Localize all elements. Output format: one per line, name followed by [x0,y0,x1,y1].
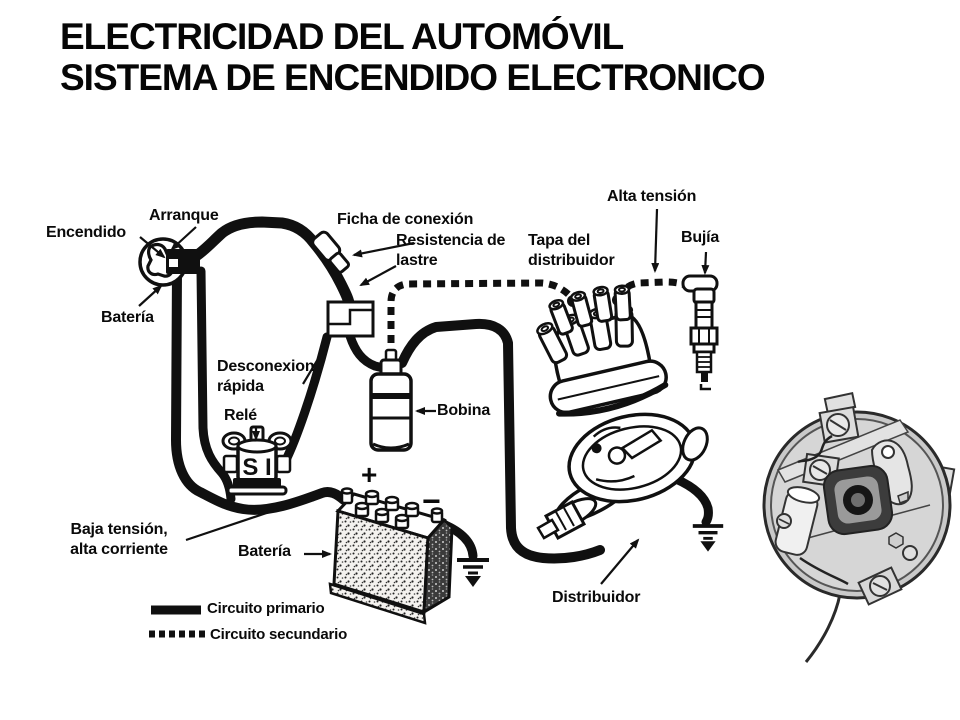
label-baja-line2: alta corriente [70,541,168,558]
label-bateria-main: Batería [238,543,291,560]
legend-primary-label: Circuito primario [207,600,325,617]
arrow-resistencia [359,265,397,286]
label-baja-tension: Baja tensión, alta corriente [53,520,185,560]
battery-plus-sign: + [361,459,378,490]
cap-towers-back [548,284,632,336]
arrow-desconexion [302,342,329,385]
legend-secondary-label: Circuito secundario [210,626,348,643]
wire-coil-to-distributor [397,318,605,564]
label-ficha-conexion: Ficha de conexión [337,211,474,228]
label-rele: Relé [224,407,257,424]
ignition-switch [138,237,200,287]
callout-arrows [138,208,710,585]
ground-symbol-distributor [692,524,724,552]
legend-swatches [149,605,206,638]
arrow-arranque [170,226,197,251]
battery-minus-sign: − [422,483,441,519]
spark-plug [681,274,719,391]
ignition-coil [369,348,413,452]
arrow-bateria-switch [138,284,163,307]
label-baja-line1: Baja tensión, [70,521,168,538]
ground-symbol-battery [457,558,489,587]
label-desconexion-line2: rápida [217,378,264,395]
ballast-resistor [326,300,375,338]
wire-ballast-to-coil [345,331,392,374]
label-encendido: Encendido [46,224,126,241]
title-line-1: ELECTRICIDAD DEL AUTOMÓVIL [60,16,624,57]
label-bobina: Bobina [437,402,491,419]
arrow-bujia [701,251,710,275]
wire-switch-to-ballast [190,216,355,309]
title-line-2: SISTEMA DE ENCENDIDO ELECTRONICO [60,57,766,98]
arrow-distribuidor [600,538,640,585]
label-desconexion: Desconexion rápida [217,357,315,397]
label-resistencia: Resistencia de lastre [396,231,505,271]
arrow-ficha [352,241,415,258]
label-tapa-line2: distribuidor [528,252,615,269]
wire-ballast-to-relay [280,332,332,467]
label-distribuidor: Distribuidor [552,589,641,606]
page-title: ELECTRICIDAD DEL AUTOMÓVIL SISTEMA DE EN… [60,16,766,98]
arrow-alta-tension [651,208,660,273]
relay: S I [221,425,293,496]
relay-marking: S I [242,454,271,481]
distributor-internals-inset [762,392,956,663]
label-resistencia-line1: Resistencia de [396,232,506,249]
connector-ficha [311,230,351,274]
wire-coil-to-cap-dashed [387,279,576,357]
primary-wires [171,216,713,564]
arrow-baja-tension [185,493,322,542]
battery-caps [354,489,420,530]
distributor-body [536,412,709,541]
distributor-cap [536,284,669,417]
label-tapa-distribuidor: Tapa del distribuidor [528,231,615,271]
battery [328,487,454,625]
wire-distributor-to-ground [671,474,713,527]
label-bujia: Bujía [681,229,720,246]
label-tapa-line1: Tapa del [528,232,591,249]
wire-switch-to-battery [171,266,349,515]
label-alta-tension: Alta tensión [607,188,697,205]
arrow-encendido [139,236,166,259]
label-bateria-switch: Batería [101,309,154,326]
label-resistencia-line2: lastre [396,252,438,269]
label-arranque: Arranque [149,207,219,224]
label-desconexion-line1: Desconexion [217,358,315,375]
